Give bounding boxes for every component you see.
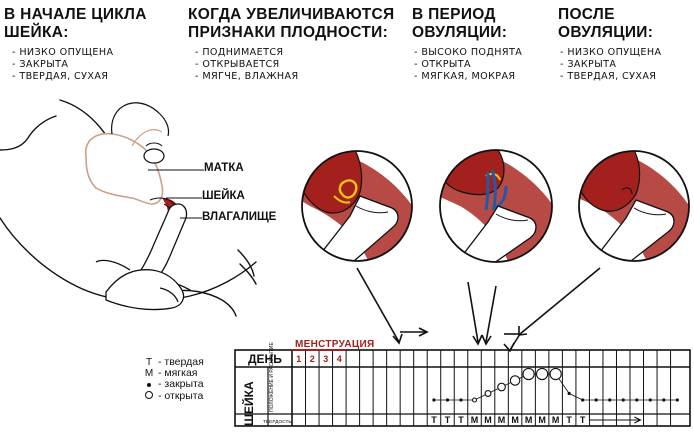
day-number: 2	[310, 354, 315, 364]
legend-text: - открыта	[158, 389, 204, 402]
open-ring-mark	[549, 367, 562, 381]
cervix-marks	[432, 367, 679, 403]
col-list-after: НИЗКО ОПУЩЕНА ЗАКРЫТА ТВЕРДАЯ, СУХАЯ	[560, 47, 661, 83]
day-number: 1	[296, 354, 301, 364]
col-head-ovulation: В ПЕРИОД ОВУЛЯЦИИ:	[412, 6, 507, 42]
firmness-letter: М	[525, 415, 533, 425]
list-item: ПОДНИМАЕТСЯ	[195, 47, 299, 59]
firmness-arrow-head	[634, 416, 642, 424]
list-item: ВЫСОКО ПОДНЯТА	[414, 47, 522, 59]
col-head-line: ПРИЗНАКИ ПЛОДНОСТИ:	[188, 24, 389, 41]
firmness-letter: Т	[580, 415, 586, 425]
col-head-line: В НАЧАЛЕ ЦИКЛА	[4, 6, 147, 23]
open-ring-mark	[535, 367, 549, 381]
chart-grid	[234, 349, 691, 427]
firmness-letter: Т	[445, 415, 451, 425]
col-head-line: ШЕЙКА:	[4, 24, 69, 41]
list-item: МЯГЧЕ, ВЛАЖНАЯ	[195, 71, 299, 83]
day-label: ДЕНЬ	[248, 352, 282, 366]
firmness-letter: Т	[458, 415, 464, 425]
list-item: ОТКРЫТА	[414, 59, 522, 71]
firmness-letter: Т	[566, 415, 572, 425]
closed-dot-mark	[662, 398, 666, 402]
closed-dot-mark	[594, 398, 598, 402]
list-item: НИЗКО ОПУЩЕНА	[560, 47, 661, 59]
legend-symbol: М	[144, 368, 154, 380]
legend-symbol: Т	[145, 357, 153, 368]
arrows	[356, 267, 601, 353]
col-list-ovulation: ВЫСОКО ПОДНЯТА ОТКРЫТА МЯГКАЯ, МОКРАЯ	[414, 47, 522, 83]
chart-frame	[234, 349, 691, 427]
uterus-icon	[85, 102, 170, 205]
hand-icon	[95, 203, 188, 311]
day-number: 3	[323, 354, 328, 364]
legend: Т - твердая М - мягкая - закрыта - откры…	[143, 356, 204, 402]
label-uterus: МАТКА	[204, 162, 244, 174]
label-leaders	[148, 169, 204, 219]
col-head-after: ПОСЛЕ ОВУЛЯЦИИ:	[558, 6, 653, 42]
list-item: ТВЕРДАЯ, СУХАЯ	[12, 71, 113, 83]
list-item: НИЗКО ОПУЩЕНА	[12, 47, 113, 59]
day-number: 4	[337, 354, 342, 364]
col-head-fertile: КОГДА УВЕЛИЧИВАЮТСЯ ПРИЗНАКИ ПЛОДНОСТИ:	[188, 6, 394, 42]
open-ring-mark	[471, 397, 478, 403]
open-ring-mark	[484, 390, 492, 397]
firmness-letter: М	[471, 415, 479, 425]
firmness-letter: М	[552, 415, 560, 425]
list-item: ЗАКРЫТА	[12, 59, 113, 71]
firmness-letter: Т	[431, 415, 437, 425]
col-list-fertile: ПОДНИМАЕТСЯ ОТКРЫВАЕТСЯ МЯГЧЕ, ВЛАЖНАЯ	[195, 47, 299, 83]
closed-dot-mark	[635, 398, 639, 402]
closed-dot-mark	[608, 398, 612, 402]
open-ring-mark	[509, 375, 521, 386]
legend-row-closed: - закрыта	[143, 379, 204, 390]
list-item: МЯГКАЯ, МОКРАЯ	[414, 71, 522, 83]
closed-dot-mark	[581, 398, 585, 402]
firmness-letter: М	[498, 415, 506, 425]
position-label: ПОЛОЖЕНИЕ И РАСКРЫТИЕ	[269, 341, 275, 412]
list-item: ТВЕРДАЯ, СУХАЯ	[560, 71, 661, 83]
side-label: ШЕЙКА	[241, 381, 256, 426]
closed-dot-mark	[621, 398, 625, 402]
col-head-line: ОВУЛЯЦИИ:	[558, 24, 654, 41]
legend-text: - твердая	[158, 356, 204, 368]
firmness-letter: М	[484, 415, 492, 425]
firmness-letter: М	[538, 415, 546, 425]
col-head-line: КОГДА УВЕЛИЧИВАЮТСЯ	[188, 6, 395, 23]
col-list-early: НИЗКО ОПУЩЕНА ЗАКРЫТА ТВЕРДАЯ, СУХАЯ	[12, 47, 113, 83]
closed-dot-mark	[675, 398, 679, 402]
menstruation-label: МЕНСТРУАЦИЯ	[295, 339, 375, 350]
closed-dot-mark	[445, 398, 450, 402]
open-ring-mark	[497, 382, 506, 392]
closed-dot-icon	[147, 383, 151, 388]
legend-row-firm: Т - твердая	[143, 356, 204, 368]
closed-dot-mark	[648, 398, 652, 402]
label-vagina: ВЛАГАЛИЩЕ	[202, 211, 277, 223]
open-ring-icon	[145, 390, 153, 399]
closed-dot-mark	[567, 391, 571, 396]
col-head-early: В НАЧАЛЕ ЦИКЛА ШЕЙКА:	[4, 6, 147, 42]
legend-text: - мягкая	[158, 367, 198, 380]
col-head-line: В ПЕРИОД	[412, 6, 496, 23]
cervix-early-view	[301, 150, 413, 262]
firmness-letter: М	[511, 415, 519, 425]
col-head-line: ОВУЛЯЦИИ:	[412, 24, 508, 41]
firmness-label: ТВЕРДОСТЬ	[263, 419, 292, 425]
list-item: ЗАКРЫТА	[560, 59, 661, 71]
open-ring-mark	[522, 367, 535, 381]
label-cervix: ШЕЙКА	[202, 190, 245, 202]
legend-text: - закрыта	[158, 378, 204, 391]
closed-dot-mark	[459, 398, 463, 402]
cervix-ovulation-view	[439, 149, 553, 263]
legend-row-soft: М - мягкая	[143, 367, 204, 380]
closed-dot-mark	[432, 398, 436, 402]
col-head-line: ПОСЛЕ	[558, 6, 615, 23]
cervix-after-view	[578, 150, 690, 262]
list-item: ОТКРЫВАЕТСЯ	[195, 59, 299, 71]
legend-row-open: - открыта	[143, 389, 204, 402]
